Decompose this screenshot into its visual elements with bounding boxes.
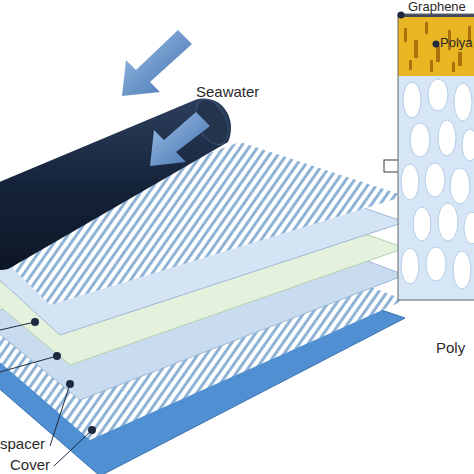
polyamide-layer: [398, 14, 474, 76]
inset-frame: [398, 14, 474, 300]
part-label: spacer: [0, 436, 45, 453]
layer-label: Polya: [440, 36, 473, 50]
flow-arrow: [122, 30, 192, 96]
part-label: Cover: [10, 457, 50, 474]
flow-arrow: [150, 112, 210, 166]
layer-label: Graphene: [408, 0, 466, 14]
feed-tube: [0, 99, 231, 270]
flow-label: Seawater: [196, 84, 259, 101]
leader-dots: [31, 12, 440, 435]
pore-cells: [401, 79, 474, 289]
inset-support: [398, 14, 474, 300]
leader-lines: [0, 322, 92, 466]
layer-label: Poly: [436, 340, 465, 357]
